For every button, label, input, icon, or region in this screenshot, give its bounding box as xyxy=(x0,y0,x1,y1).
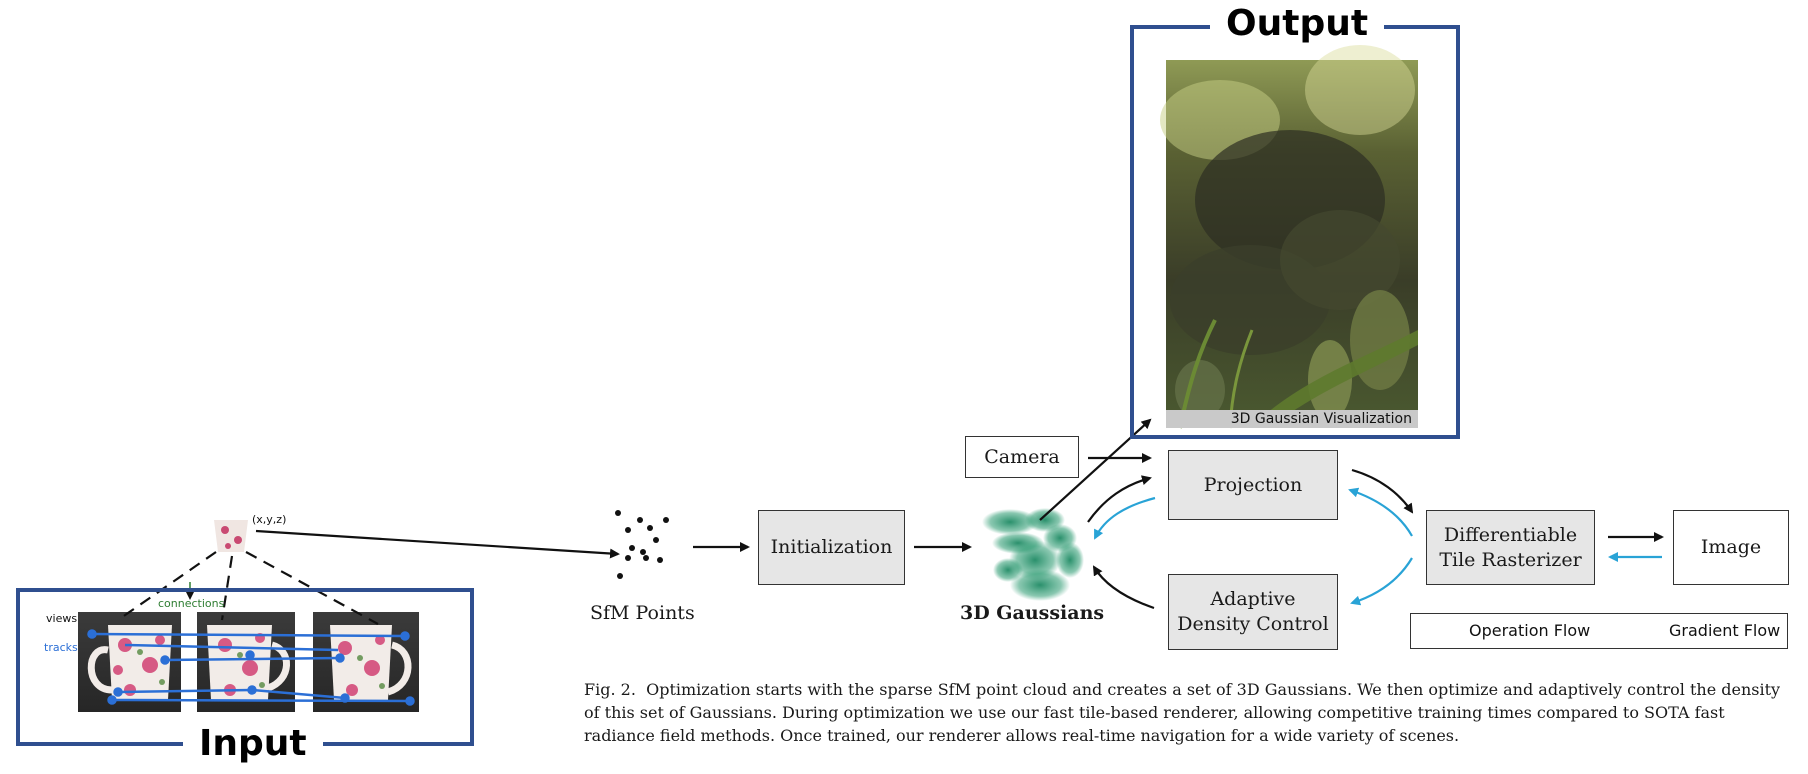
legend-operation-label: Operation Flow xyxy=(1469,621,1591,640)
projection-node: Projection xyxy=(1168,450,1338,520)
arrow-point-to-sfm xyxy=(255,529,620,559)
density-control-node: Adaptive Density Control xyxy=(1168,574,1338,650)
rasterizer-label-line1: Differentiable xyxy=(1443,523,1578,546)
arrow-density-to-gaussians xyxy=(1092,565,1155,610)
legend-gradient-label: Gradient Flow xyxy=(1669,621,1781,640)
arrow-rasterizer-to-density xyxy=(1350,557,1413,606)
operation-arrows xyxy=(255,418,1664,610)
density-label-line2: Density Control xyxy=(1177,613,1329,635)
camera-node: Camera xyxy=(965,436,1079,478)
legend: Operation Flow Gradient Flow xyxy=(1410,613,1788,649)
arrow-rasterizer-to-projection xyxy=(1348,487,1413,537)
output-image-label: 3D Gaussian Visualization xyxy=(1166,410,1418,428)
initialization-node: Initialization xyxy=(758,510,905,585)
output-render-image xyxy=(1160,45,1418,429)
view-rays xyxy=(117,551,379,625)
rasterizer-label-line2: Tile Rasterizer xyxy=(1439,548,1582,571)
input-mug-photos xyxy=(78,582,419,712)
point-mug-icon xyxy=(214,520,248,552)
gaussian-blobs xyxy=(982,508,1084,601)
figure-caption: Fig. 2. Optimization starts with the spa… xyxy=(584,678,1796,747)
arrow-gaussians-to-projection xyxy=(1087,475,1152,523)
density-label-line1: Adaptive xyxy=(1210,588,1296,610)
sfm-point-cloud xyxy=(615,510,669,579)
caption-text: Optimization starts with the sparse SfM … xyxy=(584,680,1781,745)
image-node: Image xyxy=(1673,510,1789,585)
camera-label: Camera xyxy=(984,445,1060,468)
point-coordinate-label: (x,y,z) xyxy=(252,513,287,526)
arrow-projection-to-rasterizer xyxy=(1351,468,1414,514)
tracks-label: tracks xyxy=(44,641,78,654)
gradient-arrows xyxy=(1094,487,1662,606)
output-title: Output xyxy=(1210,4,1385,44)
gaussians-label: 3D Gaussians xyxy=(960,602,1105,624)
projection-label: Projection xyxy=(1203,473,1303,496)
input-title: Input xyxy=(183,724,323,764)
connections-label: connections xyxy=(158,597,225,610)
caption-fig-number: Fig. 2. xyxy=(584,680,636,699)
arrow-projection-to-gaussians xyxy=(1094,496,1156,540)
output-frame xyxy=(1130,25,1460,439)
image-label: Image xyxy=(1700,536,1762,558)
views-label: views xyxy=(46,612,78,625)
sfm-points-label: SfM Points xyxy=(590,602,695,624)
initialization-label: Initialization xyxy=(770,536,893,558)
rasterizer-node: Differentiable Tile Rasterizer xyxy=(1426,510,1595,585)
